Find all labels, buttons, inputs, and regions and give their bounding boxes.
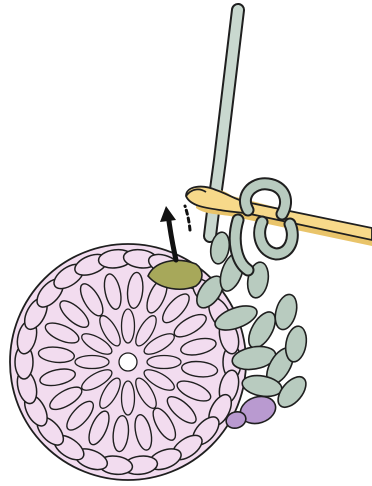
motif-inner-stitch	[122, 309, 135, 343]
motif-center-ring	[119, 353, 137, 371]
motif-inner-stitch	[75, 356, 109, 369]
motif-inner-stitch	[147, 356, 181, 369]
motif-inner-stitch	[122, 381, 135, 415]
